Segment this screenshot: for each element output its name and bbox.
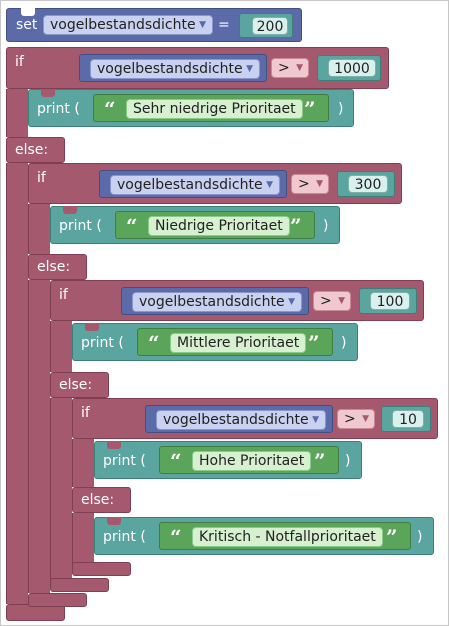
operator-dropdown[interactable]: > ▼ (271, 58, 309, 78)
if-block-4-body-strip (72, 439, 94, 487)
threshold-field[interactable]: 300 (348, 175, 388, 193)
string-text-field[interactable]: Mittlere Prioritaet (170, 333, 307, 353)
threshold-number-block[interactable]: 100 (359, 288, 417, 314)
if-block-4-else-strip (72, 513, 94, 565)
print-block-1[interactable]: print ( “ Sehr niedrige Prioritaet ” ) (28, 89, 354, 127)
print-close-paren: ) (323, 218, 329, 234)
if-block-2-else-bar: else: (28, 254, 87, 280)
else-keyword: else: (37, 259, 71, 275)
condition-variable-dropdown[interactable]: vogelbestandsdichte ▼ (132, 292, 302, 312)
print-block-4[interactable]: print ( “ Hohe Prioritaet ” ) (94, 441, 362, 479)
set-value-field[interactable]: 200 (252, 17, 288, 35)
if-block-1-body-strip (6, 89, 28, 137)
close-quote-icon: ” (290, 214, 302, 238)
threshold-field[interactable]: 10 (392, 410, 424, 428)
string-text-field[interactable]: Niedrige Prioritaet (148, 216, 290, 236)
print-close-paren: ) (338, 101, 344, 117)
print-keyword: print ( (103, 453, 146, 469)
operator-dropdown[interactable]: > ▼ (313, 291, 351, 311)
set-variable-block[interactable]: set vogelbestandsdichte ▼ = 200 (6, 8, 302, 42)
print-keyword: print ( (59, 218, 102, 234)
if-block-2-header[interactable]: if vogelbestandsdichte ▼ > ▼ 300 (28, 163, 402, 204)
open-quote-icon: “ (148, 331, 160, 355)
chevron-down-icon: ▼ (312, 415, 319, 425)
else-keyword: else: (59, 377, 93, 393)
string-block[interactable]: “ Niedrige Prioritaet ” (115, 211, 315, 239)
open-quote-icon: “ (170, 449, 182, 473)
threshold-number-block[interactable]: 300 (337, 171, 395, 197)
condition-variable-block[interactable]: vogelbestandsdichte ▼ (121, 287, 309, 315)
chevron-down-icon: ▼ (199, 20, 206, 30)
if-block-2-footer (28, 593, 87, 607)
print-close-paren: ) (345, 453, 351, 469)
equals-sign: = (218, 17, 230, 33)
open-quote-icon: “ (104, 97, 116, 121)
chevron-down-icon: ▼ (316, 179, 323, 189)
operator-dropdown[interactable]: > ▼ (337, 409, 375, 429)
chevron-down-icon: ▼ (338, 296, 345, 306)
set-value-block[interactable]: 200 (239, 13, 293, 38)
set-keyword: set (16, 17, 38, 33)
print-close-paren: ) (417, 529, 423, 545)
print-keyword: print ( (103, 529, 146, 545)
threshold-number-block[interactable]: 10 (381, 406, 431, 432)
close-quote-icon: ” (308, 331, 320, 355)
if-keyword: if (59, 287, 68, 303)
if-block-3-else-bar: else: (50, 372, 109, 398)
set-variable-dropdown[interactable]: vogelbestandsdichte ▼ (43, 15, 213, 35)
print-keyword: print ( (37, 101, 80, 117)
if-block-4-else-bar: else: (72, 487, 131, 513)
condition-variable-dropdown[interactable]: vogelbestandsdichte ▼ (110, 175, 280, 195)
chevron-down-icon: ▼ (362, 414, 369, 424)
string-block[interactable]: “ Kritisch - Notfallprioritaet ” (159, 522, 411, 550)
if-keyword: if (37, 170, 46, 186)
if-block-4-header[interactable]: if vogelbestandsdichte ▼ > ▼ 10 (72, 398, 438, 439)
print-keyword: print ( (81, 335, 124, 351)
chevron-down-icon: ▼ (246, 64, 253, 74)
string-text-field[interactable]: Kritisch - Notfallprioritaet (192, 527, 383, 547)
if-block-1-header[interactable]: if vogelbestandsdichte ▼ > ▼ 1000 (6, 47, 389, 89)
if-block-3-footer (50, 578, 109, 592)
else-keyword: else: (81, 492, 115, 508)
if-block-2-else-strip (28, 280, 50, 593)
chevron-down-icon: ▼ (266, 180, 273, 190)
condition-variable-block[interactable]: vogelbestandsdichte ▼ (99, 170, 287, 198)
else-keyword: else: (15, 142, 49, 158)
chevron-down-icon: ▼ (288, 297, 295, 307)
if-keyword: if (15, 54, 24, 70)
if-block-3-else-strip (50, 398, 72, 581)
if-block-2-body-strip (28, 204, 50, 254)
print-block-final[interactable]: print ( “ Kritisch - Notfallprioritaet ”… (94, 517, 434, 555)
threshold-field[interactable]: 1000 (328, 59, 376, 77)
threshold-number-block[interactable]: 1000 (317, 55, 381, 81)
threshold-field[interactable]: 100 (370, 292, 410, 310)
condition-variable-dropdown[interactable]: vogelbestandsdichte ▼ (90, 59, 260, 79)
close-quote-icon: ” (386, 525, 398, 549)
string-text-field[interactable]: Hohe Prioritaet (192, 451, 312, 471)
if-block-1-else-strip (6, 163, 28, 604)
open-quote-icon: “ (126, 214, 138, 238)
condition-variable-dropdown[interactable]: vogelbestandsdichte ▼ (156, 410, 326, 430)
print-close-paren: ) (341, 335, 347, 351)
chevron-down-icon: ▼ (296, 63, 303, 73)
if-block-4-footer (72, 562, 131, 576)
string-block[interactable]: “ Sehr niedrige Prioritaet ” (93, 94, 329, 122)
print-block-3[interactable]: print ( “ Mittlere Prioritaet ” ) (72, 323, 358, 361)
close-quote-icon: ” (304, 97, 316, 121)
open-quote-icon: “ (170, 525, 182, 549)
close-quote-icon: ” (314, 449, 326, 473)
string-block[interactable]: “ Mittlere Prioritaet ” (137, 328, 333, 356)
operator-dropdown[interactable]: > ▼ (291, 174, 329, 194)
string-block[interactable]: “ Hohe Prioritaet ” (159, 446, 339, 474)
if-block-3-body-strip (50, 321, 72, 372)
string-text-field[interactable]: Sehr niedrige Prioritaet (126, 99, 303, 119)
if-block-1-else-bar: else: (6, 137, 65, 163)
condition-variable-block[interactable]: vogelbestandsdichte ▼ (79, 54, 267, 82)
if-keyword: if (81, 405, 90, 421)
if-block-3-header[interactable]: if vogelbestandsdichte ▼ > ▼ 100 (50, 280, 424, 321)
condition-variable-block[interactable]: vogelbestandsdichte ▼ (145, 405, 333, 433)
print-block-2[interactable]: print ( “ Niedrige Prioritaet ” ) (50, 206, 340, 244)
